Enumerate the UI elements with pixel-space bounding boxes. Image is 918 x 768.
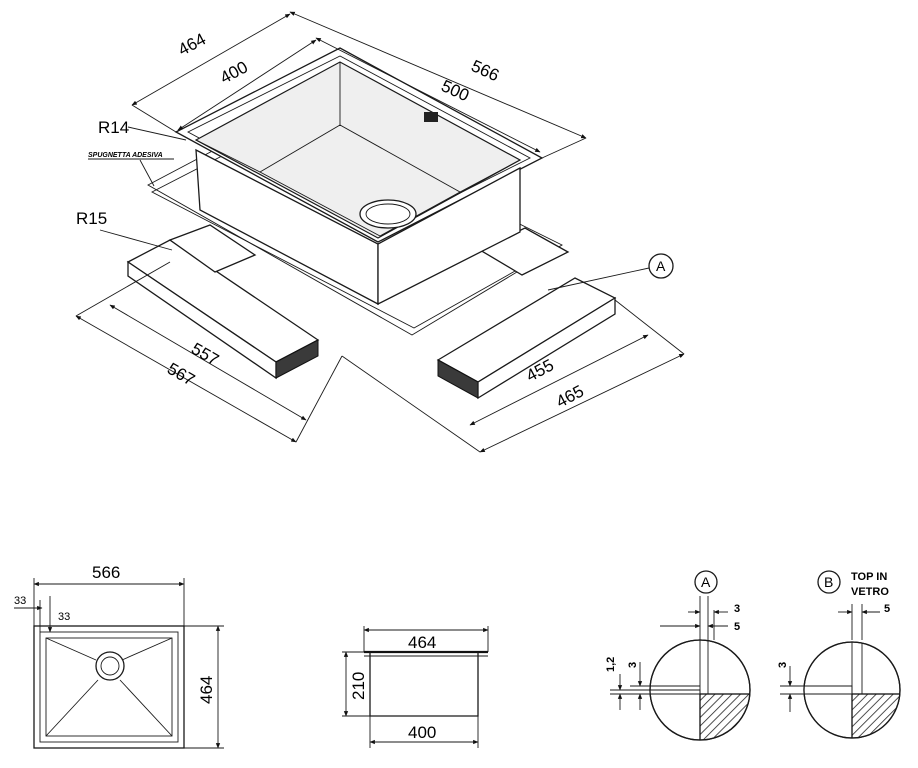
detail-a-dim-5: 5 <box>734 621 740 633</box>
section-view: 464 210 400 <box>342 626 489 748</box>
dim-566: 566 <box>468 56 502 85</box>
top-dim-33-a: 33 <box>14 595 26 607</box>
detail-a-dim-3: 3 <box>734 603 740 615</box>
top-dim-33-b: 33 <box>58 611 70 623</box>
callout-a-circle <box>648 253 674 279</box>
section-dim-400: 400 <box>408 723 436 742</box>
isometric-view: 464 400 566 500 R14 SPUGNETTA ADESIVA R1… <box>75 11 685 453</box>
drain-hole <box>359 199 417 229</box>
label-spugnetta: SPUGNETTA ADESIVA <box>88 152 163 159</box>
dim-465: 465 <box>553 381 587 411</box>
detail-a: A 3 5 1,2 3 <box>605 570 751 741</box>
detail-b-note-1: TOP IN <box>851 571 887 583</box>
detail-b-circle <box>817 570 841 594</box>
dim-500: 500 <box>438 76 472 105</box>
overflow-icon <box>424 112 438 122</box>
detail-b-label: B <box>824 574 833 590</box>
detail-a-circle <box>694 570 718 594</box>
dim-lines-top <box>131 11 587 159</box>
detail-b-note-2: VETRO <box>851 586 889 598</box>
dim-lines-bottom <box>75 261 685 453</box>
top-view-drain <box>95 651 125 681</box>
detail-a-dim-1-2: 1,2 <box>605 657 617 672</box>
dim-464: 464 <box>175 29 209 59</box>
detail-b-dim-5: 5 <box>884 603 890 615</box>
section-dim-210: 210 <box>349 672 368 700</box>
detail-a-label: A <box>701 574 711 590</box>
callout-a-label: A <box>656 258 666 274</box>
top-dim-566: 566 <box>92 563 120 582</box>
dim-567: 567 <box>164 359 198 390</box>
detail-a-dim-3-side: 3 <box>627 662 639 668</box>
dim-557: 557 <box>188 339 222 370</box>
label-r14: R14 <box>98 118 129 137</box>
top-dim-464: 464 <box>197 676 216 704</box>
section-dim-464: 464 <box>408 633 436 652</box>
detail-b-dim-3: 3 <box>777 662 789 668</box>
dim-400: 400 <box>217 57 251 87</box>
top-view: 566 33 33 464 <box>14 563 224 749</box>
label-r15: R15 <box>76 209 107 228</box>
detail-b: B TOP IN VETRO 5 3 <box>777 570 901 739</box>
